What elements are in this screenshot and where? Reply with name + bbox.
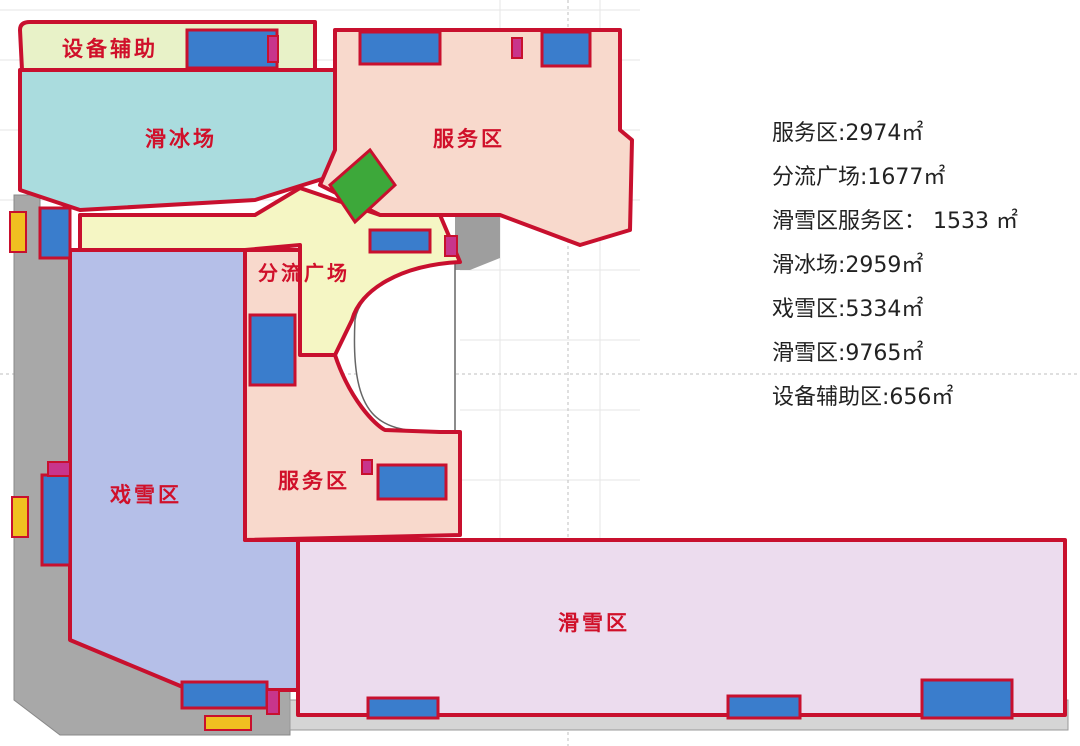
legend-ski-area: 滑雪区:9765㎡ bbox=[772, 341, 924, 366]
shafts bbox=[47, 35, 523, 715]
zone-label-service-north: 服务区 bbox=[433, 127, 505, 151]
zone-label-plaza: 分流广场 bbox=[258, 261, 350, 285]
legend-plaza-area: 分流广场:1677㎡ bbox=[772, 165, 946, 190]
legend-equipment-area: 设备辅助区:656㎡ bbox=[772, 385, 954, 410]
zone-label-service-south: 服务区 bbox=[278, 469, 350, 493]
zone-ski bbox=[296, 538, 1067, 717]
zone-label-equipment: 设备辅助 bbox=[62, 37, 158, 61]
legend-ice-rink-area: 滑冰场:2959㎡ bbox=[772, 253, 924, 278]
grey-corridor bbox=[455, 215, 500, 270]
legend-service-area: 服务区:2974㎡ bbox=[772, 121, 924, 146]
area-legend: 服务区:2974㎡ 分流广场:1677㎡ 滑雪区服务区： 1533 ㎡ 滑冰场:… bbox=[772, 118, 1072, 426]
tags bbox=[9, 211, 252, 731]
legend-snow-play-area: 戏雪区:5334㎡ bbox=[772, 297, 924, 322]
service-cores bbox=[38, 28, 1014, 720]
zone-label-ski: 滑雪区 bbox=[558, 611, 630, 635]
zone-label-ice-rink: 滑冰场 bbox=[145, 127, 217, 151]
legend-ski-service-area: 滑雪区服务区： 1533 ㎡ bbox=[772, 209, 1018, 234]
zone-service-north bbox=[318, 28, 634, 247]
zone-label-snow-play: 戏雪区 bbox=[109, 483, 182, 507]
green-planter bbox=[328, 147, 397, 225]
